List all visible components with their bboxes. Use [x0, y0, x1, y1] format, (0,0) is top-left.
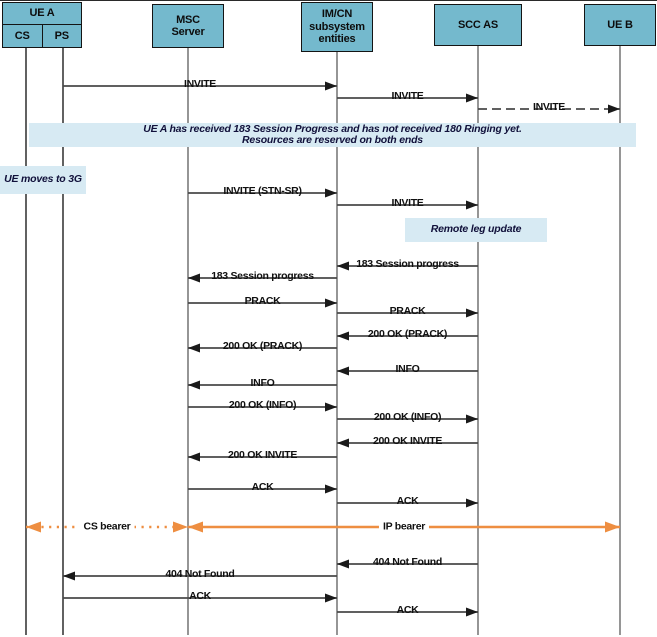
actor-subcells: CS PS	[3, 25, 81, 47]
arrowhead	[325, 593, 337, 603]
message-label: ACK	[396, 603, 419, 616]
message-label: ACK	[189, 589, 211, 602]
message-label: 404 Not Found	[165, 567, 235, 580]
actor-label-line: Server	[171, 26, 205, 38]
message-label: 200 OK INVITE	[227, 448, 298, 461]
message-label: INVITE	[532, 100, 566, 113]
message-label: CS bearer	[79, 521, 135, 533]
arrowhead	[337, 366, 349, 376]
note-text-line: UE moves to 3G	[4, 173, 82, 186]
message-label: 200 OK INVITE	[372, 434, 443, 447]
top-border-line	[0, 0, 657, 1]
arrowhead	[26, 521, 41, 533]
actor-label-line: MSC	[176, 13, 200, 26]
message-label: INVITE	[391, 196, 424, 209]
message-label: ACK	[396, 494, 419, 507]
message-label: INFO	[395, 362, 420, 375]
arrowhead	[63, 571, 75, 581]
arrowhead	[188, 380, 200, 390]
arrowhead	[337, 438, 349, 448]
actor-box-scc: SCC AS	[434, 4, 522, 46]
message-label: 200 OK (INFO)	[373, 410, 442, 423]
message-label: 200 OK (PRACK)	[367, 327, 448, 340]
message-label: IP bearer	[378, 521, 430, 533]
arrowhead	[466, 200, 478, 210]
arrowhead	[325, 298, 337, 308]
actor-box-ueb: UE B	[584, 4, 656, 46]
actor-label-line: IM/CN	[321, 8, 353, 21]
arrowhead	[605, 521, 620, 533]
message-label: INVITE (STN-SR)	[223, 184, 302, 197]
actor-label-line: UE B	[607, 18, 633, 31]
arrowhead	[188, 452, 200, 462]
message-label: INFO	[250, 376, 275, 389]
message-label: 183 Session progress	[211, 269, 314, 282]
message-label: PRACK	[244, 294, 281, 307]
arrowhead	[466, 607, 478, 617]
arrowhead	[325, 484, 337, 494]
note-ue-moves-to-3g: UE moves to 3G	[0, 166, 86, 194]
message-label: PRACK	[389, 304, 426, 317]
note-session-progress-banner: UE A has received 183 Session Progress a…	[29, 123, 636, 147]
arrowhead	[188, 343, 200, 353]
arrowhead	[337, 559, 349, 569]
actor-label-line: entities	[318, 33, 356, 46]
actor-label-uea: UE A	[3, 3, 81, 25]
arrowhead	[188, 273, 200, 283]
arrowhead	[466, 414, 478, 424]
actor-cell-cs: CS	[3, 25, 43, 47]
note-remote-leg-update: Remote leg update	[405, 218, 547, 242]
message-label: ACK	[251, 480, 274, 493]
message-label: 200 OK (PRACK)	[222, 339, 303, 352]
arrowhead	[325, 188, 337, 198]
note-text-line: Remote leg update	[430, 223, 522, 236]
arrowhead	[337, 261, 349, 271]
message-label: 200 OK (INFO)	[228, 398, 297, 411]
message-label: INVITE	[183, 77, 217, 90]
arrowhead	[337, 331, 349, 341]
arrowhead	[173, 521, 188, 533]
arrowhead	[608, 104, 620, 114]
arrowhead	[325, 81, 337, 91]
message-label: 404 Not Found	[372, 555, 443, 568]
actor-label-line: SCC AS	[458, 18, 498, 31]
actor-label-line: subsystem	[309, 20, 365, 33]
note-text-line: Resources are reserved on both ends	[242, 134, 423, 146]
note-text-line: UE A has received 183 Session Progress a…	[143, 122, 522, 135]
actor-cell-ps: PS	[54, 29, 69, 42]
message-label: 183 Session progress	[356, 257, 459, 270]
arrowhead	[466, 498, 478, 508]
arrowhead	[466, 93, 478, 103]
message-label: INVITE	[391, 89, 424, 102]
arrowhead	[325, 402, 337, 412]
arrowhead	[466, 308, 478, 318]
arrowhead	[188, 521, 203, 533]
